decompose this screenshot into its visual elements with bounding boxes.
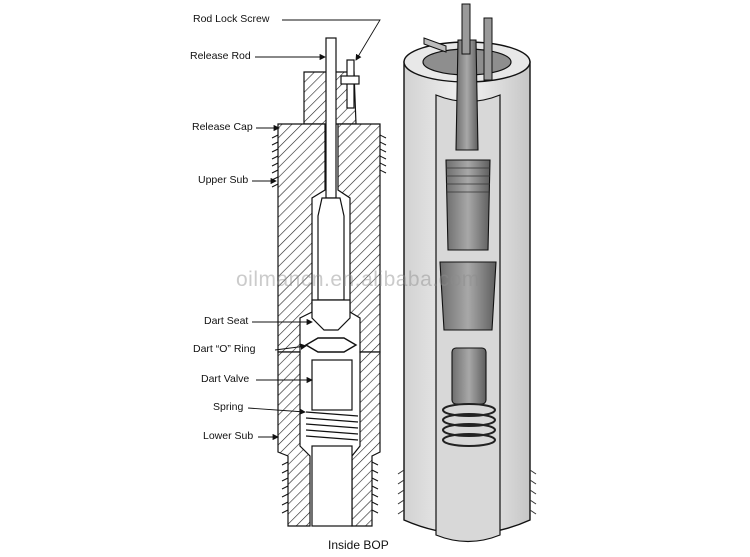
label-release-rod: Release Rod [190, 50, 251, 62]
label-release-cap: Release Cap [192, 121, 253, 133]
spring-3d [442, 403, 496, 447]
leader-spring [247, 407, 306, 415]
dart-valve-cylinder [451, 347, 487, 405]
lower-sub-left-wall [277, 351, 311, 527]
dart-valve [311, 359, 353, 411]
diagram-caption: Inside BOP [328, 538, 389, 552]
lower-threads [281, 461, 379, 514]
watermark-text: oilmancn.en.alibaba.com [236, 268, 480, 291]
lower-bore [311, 445, 353, 527]
cross-section-drawing [271, 37, 387, 527]
label-upper-sub: Upper Sub [198, 174, 249, 186]
upper-sub-right-wall [337, 123, 381, 353]
spring-coils [305, 411, 359, 441]
dart-body [439, 261, 497, 331]
label-rod-lock-screw: Rod Lock Screw [193, 13, 270, 25]
dart-seat [311, 299, 351, 331]
label-dart-valve: Dart Valve [201, 373, 250, 385]
inner-rod [455, 39, 479, 151]
leader-dart-o-ring [274, 343, 307, 351]
cutaway-3d-drawing [397, 3, 537, 543]
leader-lines [247, 19, 381, 441]
dart-o-ring-shape [304, 337, 358, 353]
leader-rod-lock-screw [282, 19, 381, 61]
upper-threads [271, 134, 387, 188]
outer-threads [397, 469, 537, 515]
release-rod [325, 37, 337, 199]
label-spring: Spring [213, 401, 244, 413]
label-dart-o-ring: Dart “O” Ring [193, 343, 256, 355]
label-lower-sub: Lower Sub [203, 430, 254, 442]
label-dart-seat: Dart Seat [204, 315, 249, 327]
threaded-collar [445, 159, 491, 251]
lower-sub-right-wall [351, 351, 381, 527]
